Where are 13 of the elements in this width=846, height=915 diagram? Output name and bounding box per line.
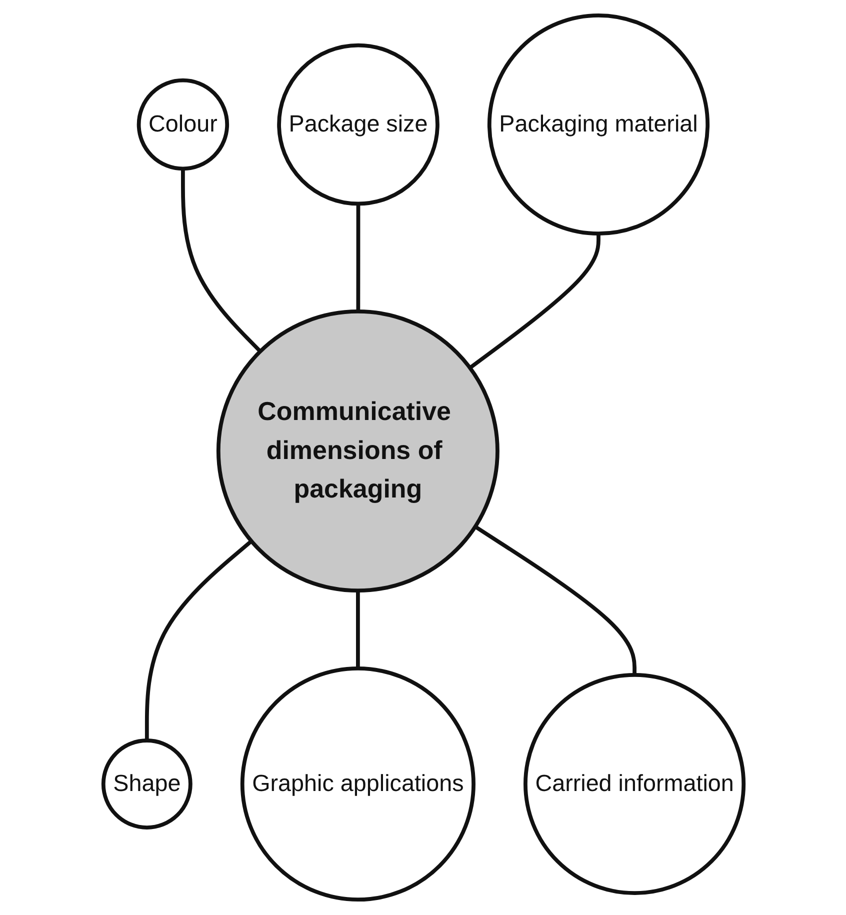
connector [474,525,636,675]
node-circle: Graphic applications [240,666,475,902]
node-circle: Package size [276,43,439,206]
connector [180,168,262,353]
connector [144,540,252,740]
node-circle: Packaging material [486,13,710,236]
node-circle: Carried information [523,673,746,896]
node-circle: Communicative dimensions of packaging [216,310,499,592]
connector [356,590,360,668]
connector [356,204,360,312]
connector [468,234,600,370]
node-circle: Colour [136,78,229,171]
node-circle: Shape [100,738,192,830]
